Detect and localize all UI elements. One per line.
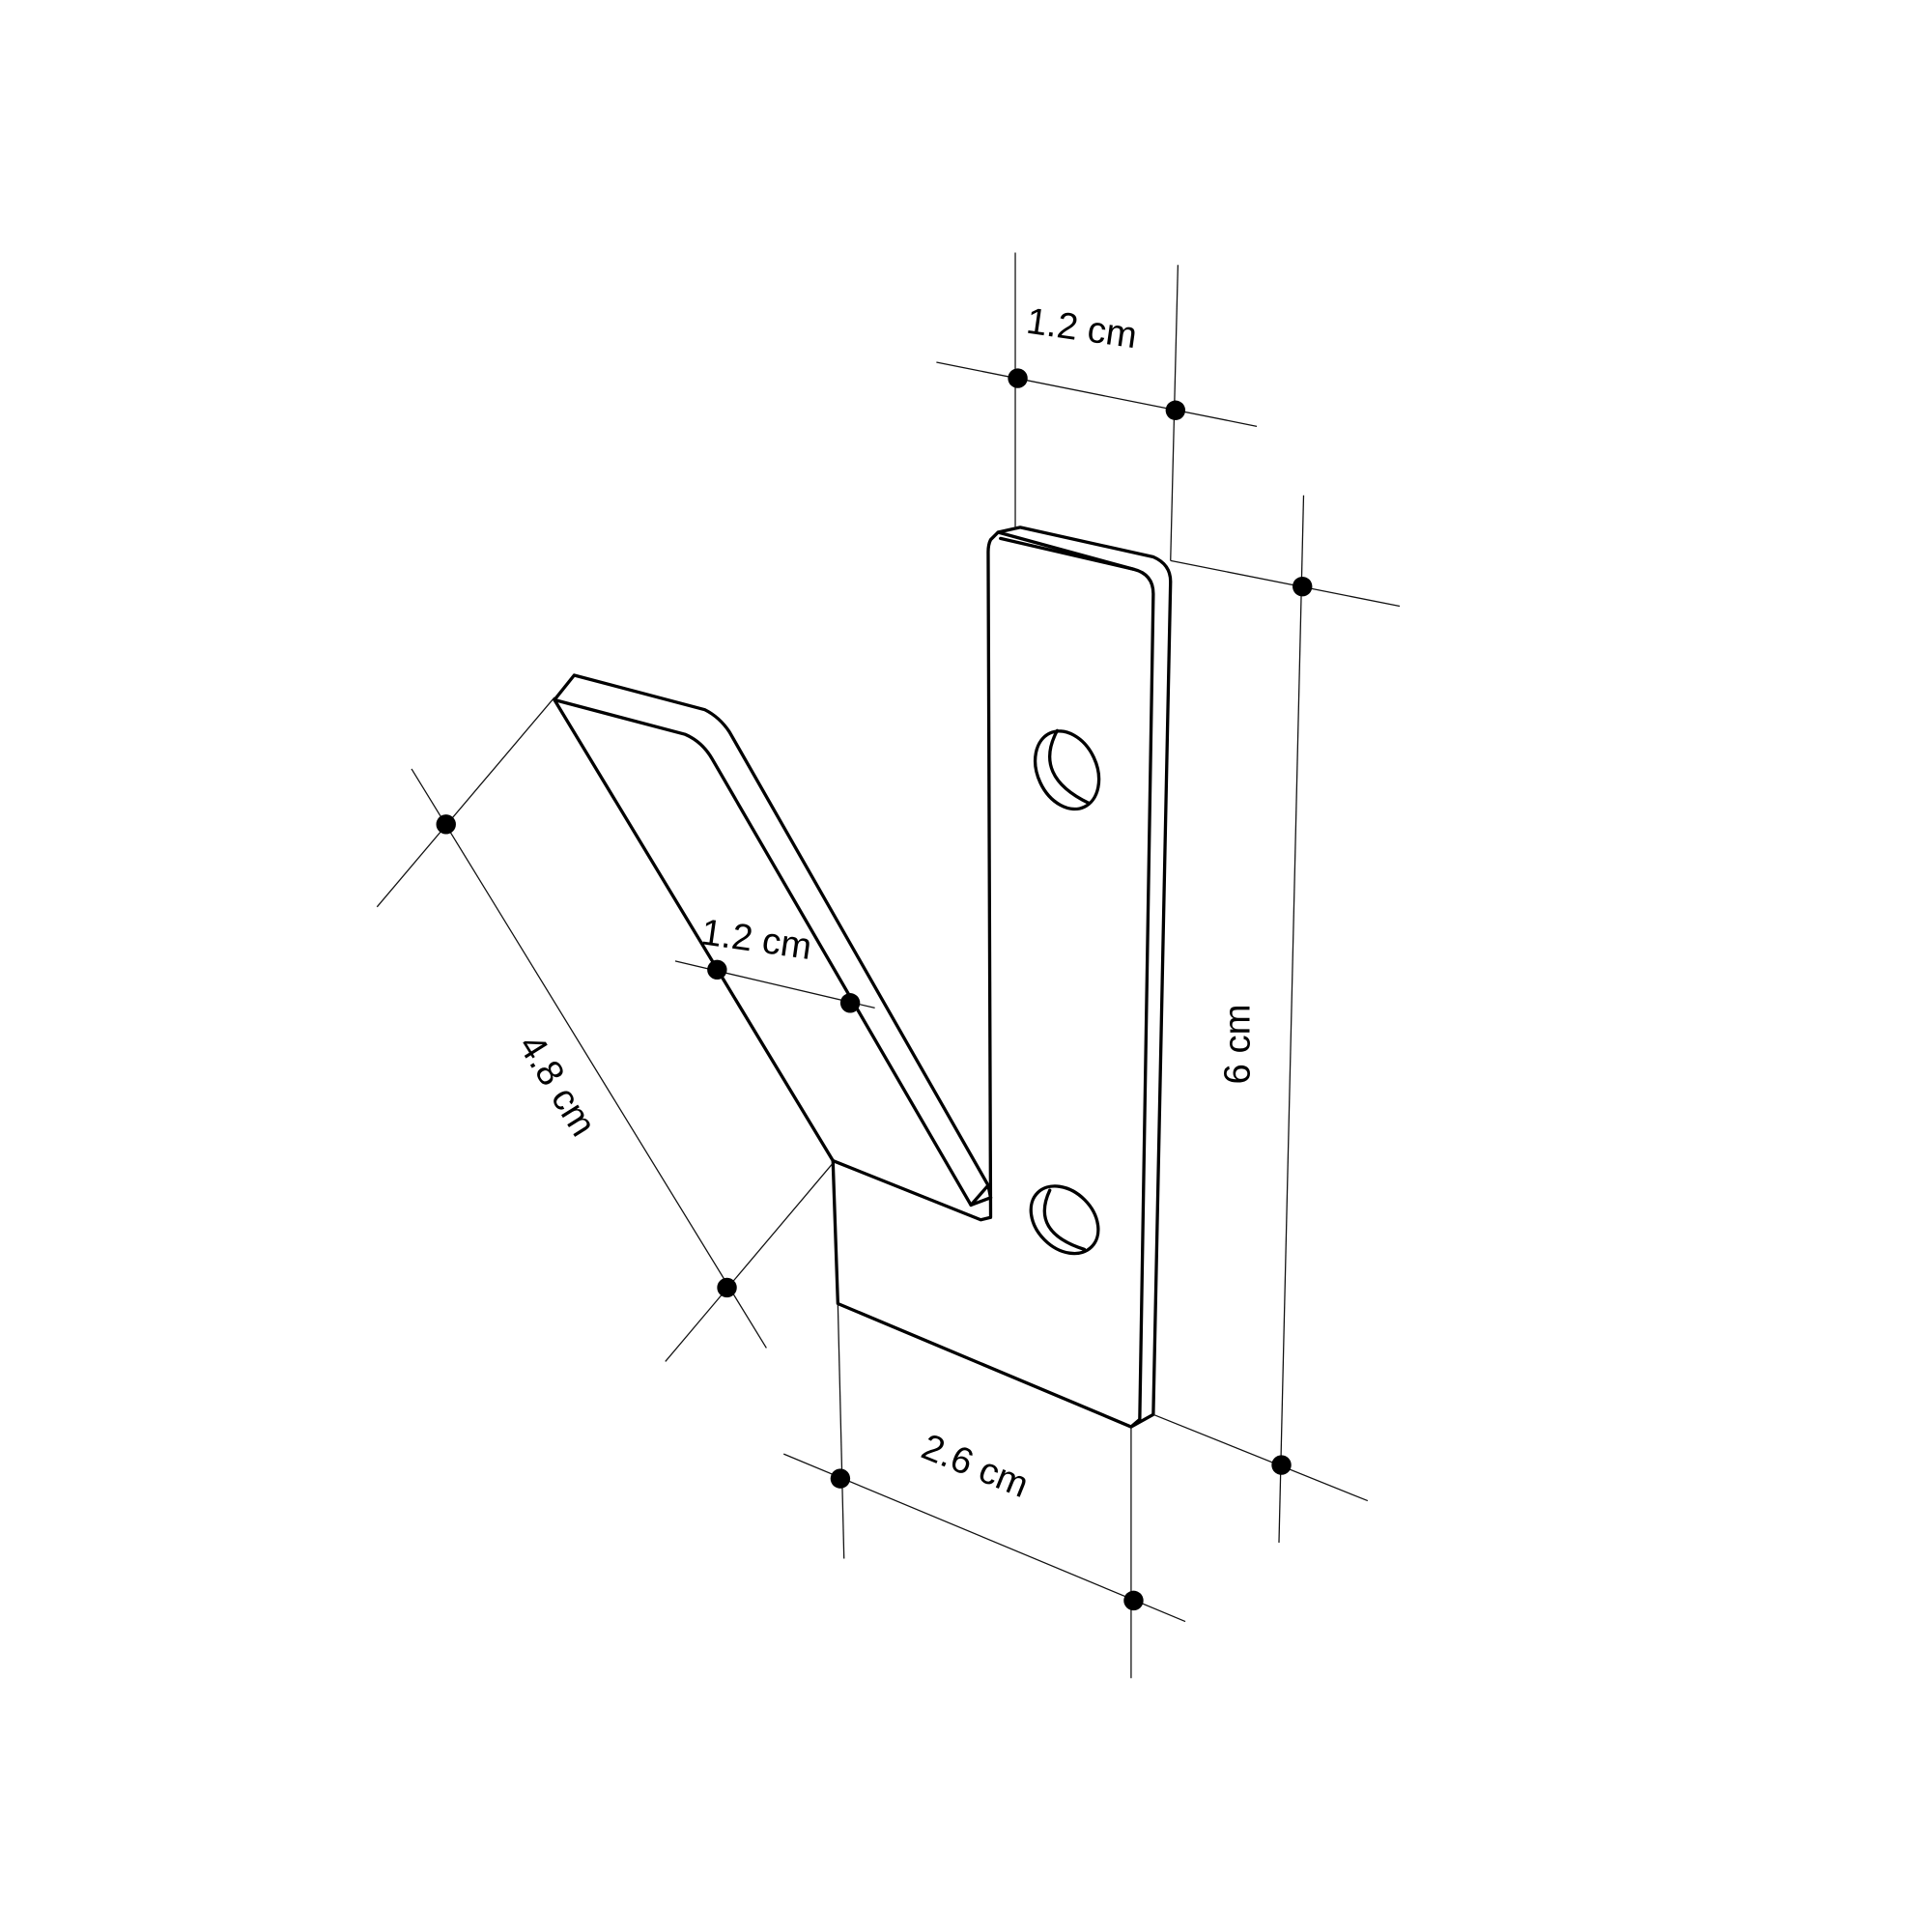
back-plate-front-face (831, 530, 1155, 1429)
hook-arm-front-face (553, 697, 993, 1208)
arm-length-label: 4.8 cm (510, 1028, 604, 1144)
back-plate-top-inner-edge (999, 536, 1136, 571)
dimension-height: 6 cm (1152, 495, 1401, 1543)
back-plate-side-edge (996, 526, 1173, 1429)
top-width-label: 1.2 cm (1024, 300, 1140, 357)
dimension-arm-length: 4.8 cm (376, 696, 834, 1362)
hook-arm-tip (969, 1183, 990, 1208)
dimension-base-width: 2.6 cm (782, 1303, 1186, 1679)
height-label: 6 cm (1216, 1005, 1258, 1085)
hook-arm-top-face (553, 673, 993, 1200)
screw-hole-bottom (1029, 1184, 1100, 1256)
base-width-label: 2.6 cm (916, 1426, 1035, 1506)
dimension-top-width: 1.2 cm (936, 252, 1258, 561)
arm-width-label: 1.2 cm (698, 911, 814, 968)
screw-hole-top (1033, 728, 1101, 811)
hook-body (553, 526, 1173, 1429)
dimension-arm-width: 1.2 cm (674, 911, 875, 1013)
